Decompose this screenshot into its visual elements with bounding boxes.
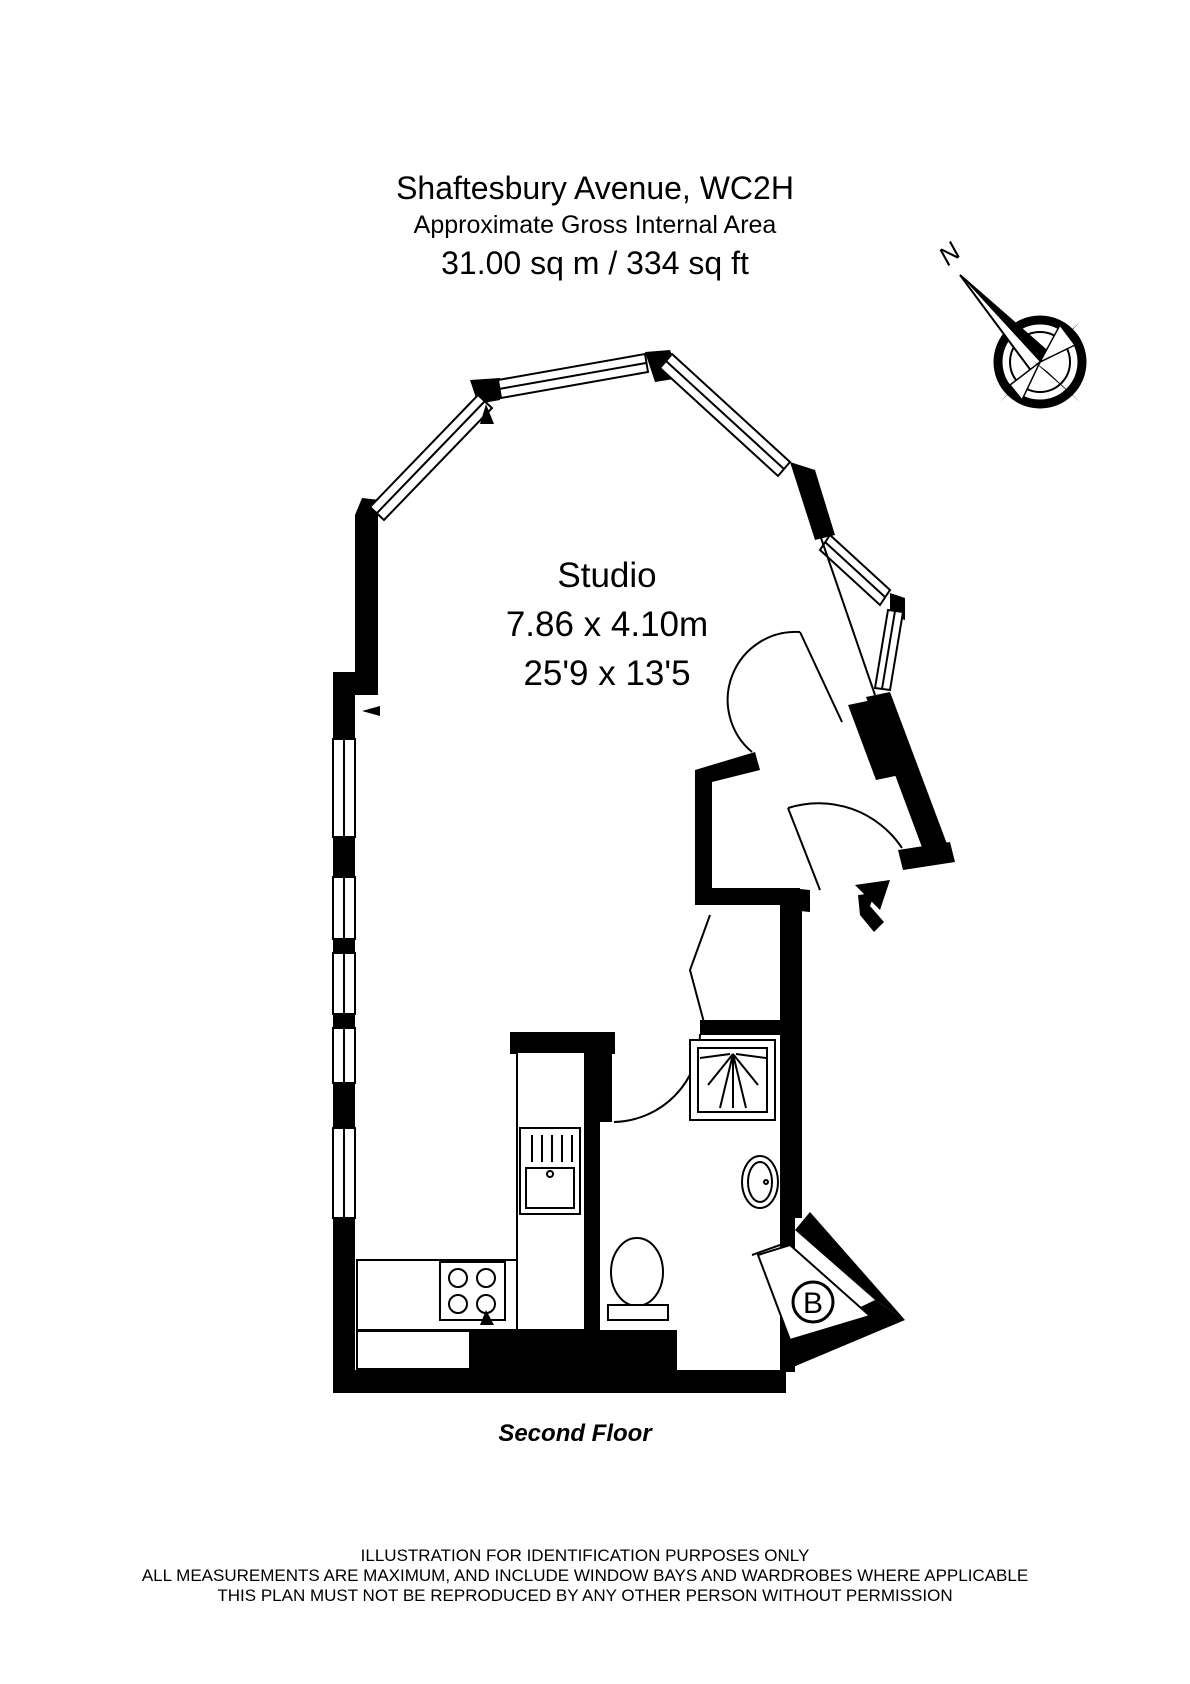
hob-icon: [439, 1261, 506, 1321]
compass-icon: N: [932, 236, 1087, 409]
room-studio-label: Studio 7.86 x 4.10m 25'9 x 13'5: [506, 556, 708, 693]
plan-title: Shaftesbury Avenue, WC2H: [396, 170, 794, 206]
window-bays: [332, 352, 905, 1219]
boiler-cupboard: B: [756, 1243, 873, 1342]
kitchen-sink-icon: [519, 1127, 581, 1215]
disclaimer-line: THIS PLAN MUST NOT BE REPRODUCED BY ANY …: [217, 1586, 953, 1605]
disclaimer-line: ILLUSTRATION FOR IDENTIFICATION PURPOSES…: [360, 1546, 810, 1565]
compass-north-letter: N: [932, 236, 966, 271]
door-swings: [613, 534, 903, 1256]
plan-subtitle: Approximate Gross Internal Area: [413, 211, 777, 239]
room-dims-imperial: 25'9 x 13'5: [523, 654, 690, 693]
floor-label: Second Floor: [498, 1420, 652, 1447]
exterior-walls: [333, 350, 955, 1393]
boiler-label: B: [803, 1287, 823, 1320]
window-markers: [362, 404, 494, 1325]
toilet-icon: [607, 1237, 669, 1321]
room-name: Studio: [557, 556, 656, 595]
wash-basin-icon: [741, 1155, 779, 1209]
disclaimer-line: ALL MEASUREMENTS ARE MAXIMUM, AND INCLUD…: [141, 1566, 1029, 1585]
room-dims-metric: 7.86 x 4.10m: [506, 605, 708, 644]
shower-tray-icon: [689, 1039, 776, 1121]
entrance-arrow-icon: [855, 880, 890, 932]
plan-area: 31.00 sq m / 334 sq ft: [441, 245, 749, 281]
